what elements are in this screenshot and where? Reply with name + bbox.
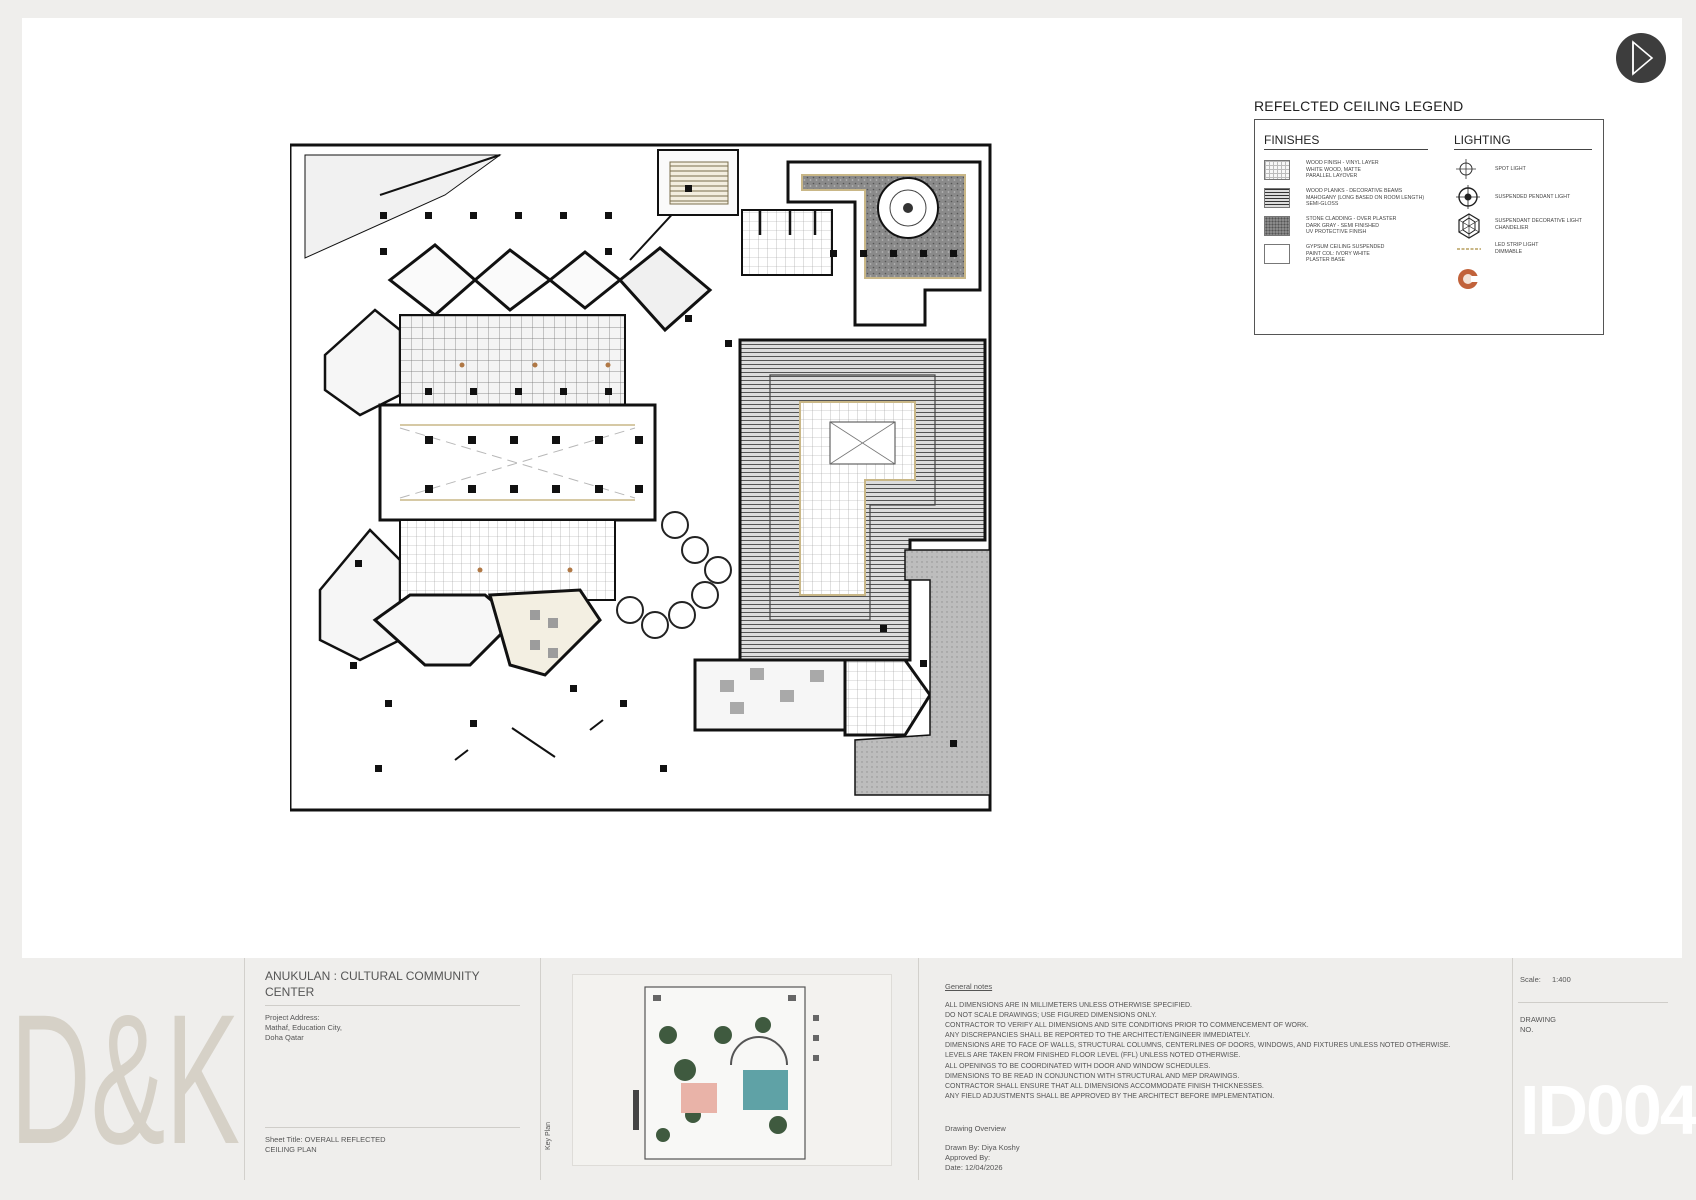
- finish-1-line1: WOOD FINISH - VINYL LAYER: [1306, 160, 1379, 166]
- key-plan-label: Key Plan: [545, 1121, 552, 1150]
- sheet-title-rule: [265, 1127, 520, 1128]
- finish-2-line2: MAHOGANY (LONG BASED ON ROOM LENGTH): [1306, 194, 1425, 201]
- sheet-title-line2: CEILING PLAN: [265, 1145, 317, 1154]
- light-grid-swatch-icon: [1264, 160, 1290, 180]
- north-arrow-icon: [1616, 33, 1666, 83]
- note-2: DO NOT SCALE DRAWINGS; USE FIGURED DIMEN…: [945, 1012, 1157, 1020]
- drawing-date: Date: 12/04/2026: [945, 1163, 1003, 1172]
- drawing-no-label: DRAWING NO.: [1520, 1015, 1556, 1035]
- project-title-line2: CENTER: [265, 985, 315, 999]
- finish-3-line3: UV PROTECTIVE FINISH: [1306, 229, 1367, 236]
- finish-3-line2: DARK GRAY - SEMI FINISHED: [1306, 222, 1380, 229]
- finish-item-3: STONE CLADDING - OVER PLASTER DARK GRAY …: [1306, 216, 1430, 236]
- logo-text: D&K: [10, 977, 240, 1183]
- drawing-no-label-line2: NO.: [1520, 1025, 1534, 1034]
- note-3: CONTRACTOR TO VERIFY ALL DIMENSIONS AND …: [945, 1022, 1309, 1030]
- address-line1: Mathaf, Education City,: [265, 1023, 342, 1032]
- finish-item-4: GYPSUM CEILING SUSPENDED PAINT COL: IVOR…: [1306, 244, 1430, 264]
- divider-3: [918, 958, 919, 1180]
- drawing-credits: Drawn By: Diya Koshy Approved By: Date: …: [945, 1143, 1020, 1173]
- scale-label: Scale:: [1520, 975, 1541, 984]
- lighting-1-label: SPOT LIGHT: [1495, 166, 1526, 172]
- scale-value: 1:400: [1552, 975, 1571, 984]
- lighting-4-text: LED STRIP LIGHT DIMMABLE: [1495, 242, 1595, 255]
- address-line2: Doha Qatar: [265, 1033, 304, 1042]
- finish-4-line2: PAINT COL: IVORY WHITE: [1306, 250, 1370, 257]
- finish-2-line1: WOOD PLANKS - DECORATIVE BEAMS: [1306, 188, 1403, 194]
- title-underline: [265, 1005, 520, 1006]
- finish-1-line3: PARALLEL LAYOVER: [1306, 173, 1358, 180]
- ceiling-fan-icon: [1458, 269, 1479, 289]
- divider-4: [1512, 958, 1513, 1180]
- finish-2-line3: SEMI-GLOSS: [1306, 201, 1339, 208]
- spot-light-icon: [1456, 159, 1476, 179]
- finish-1-line2: WHITE WOOD, MATTE: [1306, 166, 1361, 173]
- lighting-4-line1: LED STRIP LIGHT: [1495, 242, 1539, 248]
- pendant-light-icon: [1456, 185, 1480, 209]
- finish-item-2: WOOD PLANKS - DECORATIVE BEAMS MAHOGANY …: [1306, 188, 1430, 208]
- plain-white-swatch-icon: [1264, 244, 1290, 264]
- finish-4-line3: PLASTER BASE: [1306, 257, 1345, 264]
- dk-logo: D&K: [10, 977, 240, 1183]
- address-label: Project Address:: [265, 1013, 320, 1022]
- drawing-overview: Drawing Overview: [945, 1124, 1006, 1133]
- note-8: DIMENSIONS TO BE READ IN CONJUNCTION WIT…: [945, 1072, 1240, 1080]
- dark-plank-swatch-icon: [1264, 188, 1290, 208]
- note-5: DIMENSIONS ARE TO FACE OF WALLS, STRUCTU…: [945, 1042, 1451, 1050]
- general-notes-list: ALL DIMENSIONS ARE IN MILLIMETERS UNLESS…: [945, 1001, 1451, 1102]
- note-10: ANY FIELD ADJUSTMENTS SHALL BE APPROVED …: [945, 1092, 1275, 1100]
- legend-box: FINISHES LIGHTING WOOD FINISH - VINYL LA…: [1254, 119, 1604, 335]
- finish-3-line1: STONE CLADDING - OVER PLASTER: [1306, 216, 1397, 222]
- key-plan: [572, 974, 892, 1166]
- approved-by: Approved By:: [945, 1153, 991, 1162]
- key-plan-drawing: [633, 986, 819, 1160]
- sheet-number: ID004: [1520, 1071, 1696, 1149]
- drawn-by: Drawn By: Diya Koshy: [945, 1143, 1020, 1152]
- chandelier-icon: [1458, 213, 1480, 239]
- drawing-no-label-line1: DRAWING: [1520, 1015, 1556, 1024]
- lighting-4-line2: DIMMABLE: [1495, 248, 1523, 255]
- project-title-line1: ANUKULAN : CULTURAL COMMUNITY: [265, 969, 480, 983]
- finish-4-line1: GYPSUM CEILING SUSPENDED: [1306, 244, 1385, 250]
- divider-1: [244, 958, 245, 1180]
- note-7: ALL OPENINGS TO BE COORDINATED WITH DOOR…: [945, 1062, 1211, 1070]
- finish-item-1: WOOD FINISH - VINYL LAYER WHITE WOOD, MA…: [1306, 160, 1430, 180]
- led-strip-icon: [1457, 248, 1481, 250]
- project-address: Project Address: Mathaf, Education City,…: [265, 1013, 342, 1043]
- note-6: LEVELS ARE TAKEN FROM FINISHED FLOOR LEV…: [945, 1052, 1241, 1060]
- lighting-3-line2: CHANDELIER: [1495, 224, 1529, 231]
- stone-texture-swatch-icon: [1264, 216, 1290, 236]
- sheet-title: Sheet Title: OVERALL REFLECTED CEILING P…: [265, 1135, 386, 1155]
- general-notes-heading: General notes: [945, 982, 993, 991]
- project-title: ANUKULAN : CULTURAL COMMUNITY CENTER: [265, 968, 480, 1000]
- finishes-heading: FINISHES: [1264, 133, 1428, 150]
- note-4: ANY DISCREPANCIES SHALL BE REPORTED TO T…: [945, 1032, 1251, 1040]
- lighting-3-text: SUSPENDANT DECORATIVE LIGHT CHANDELIER: [1495, 218, 1595, 231]
- note-1: ALL DIMENSIONS ARE IN MILLIMETERS UNLESS…: [945, 1002, 1192, 1009]
- legend-title: REFELCTED CEILING LEGEND: [1254, 98, 1464, 114]
- lighting-2-label: SUSPENDED PENDANT LIGHT: [1495, 194, 1571, 200]
- lighting-3-line1: SUSPENDANT DECORATIVE LIGHT: [1495, 218, 1582, 224]
- reflected-ceiling-plan: [290, 143, 992, 812]
- divider-2: [540, 958, 541, 1180]
- note-9: CONTRACTOR SHALL ENSURE THAT ALL DIMENSI…: [945, 1082, 1264, 1090]
- sheet-title-line1: Sheet Title: OVERALL REFLECTED: [265, 1135, 386, 1144]
- lighting-heading: LIGHTING: [1454, 133, 1592, 150]
- scale-rule: [1518, 1002, 1668, 1003]
